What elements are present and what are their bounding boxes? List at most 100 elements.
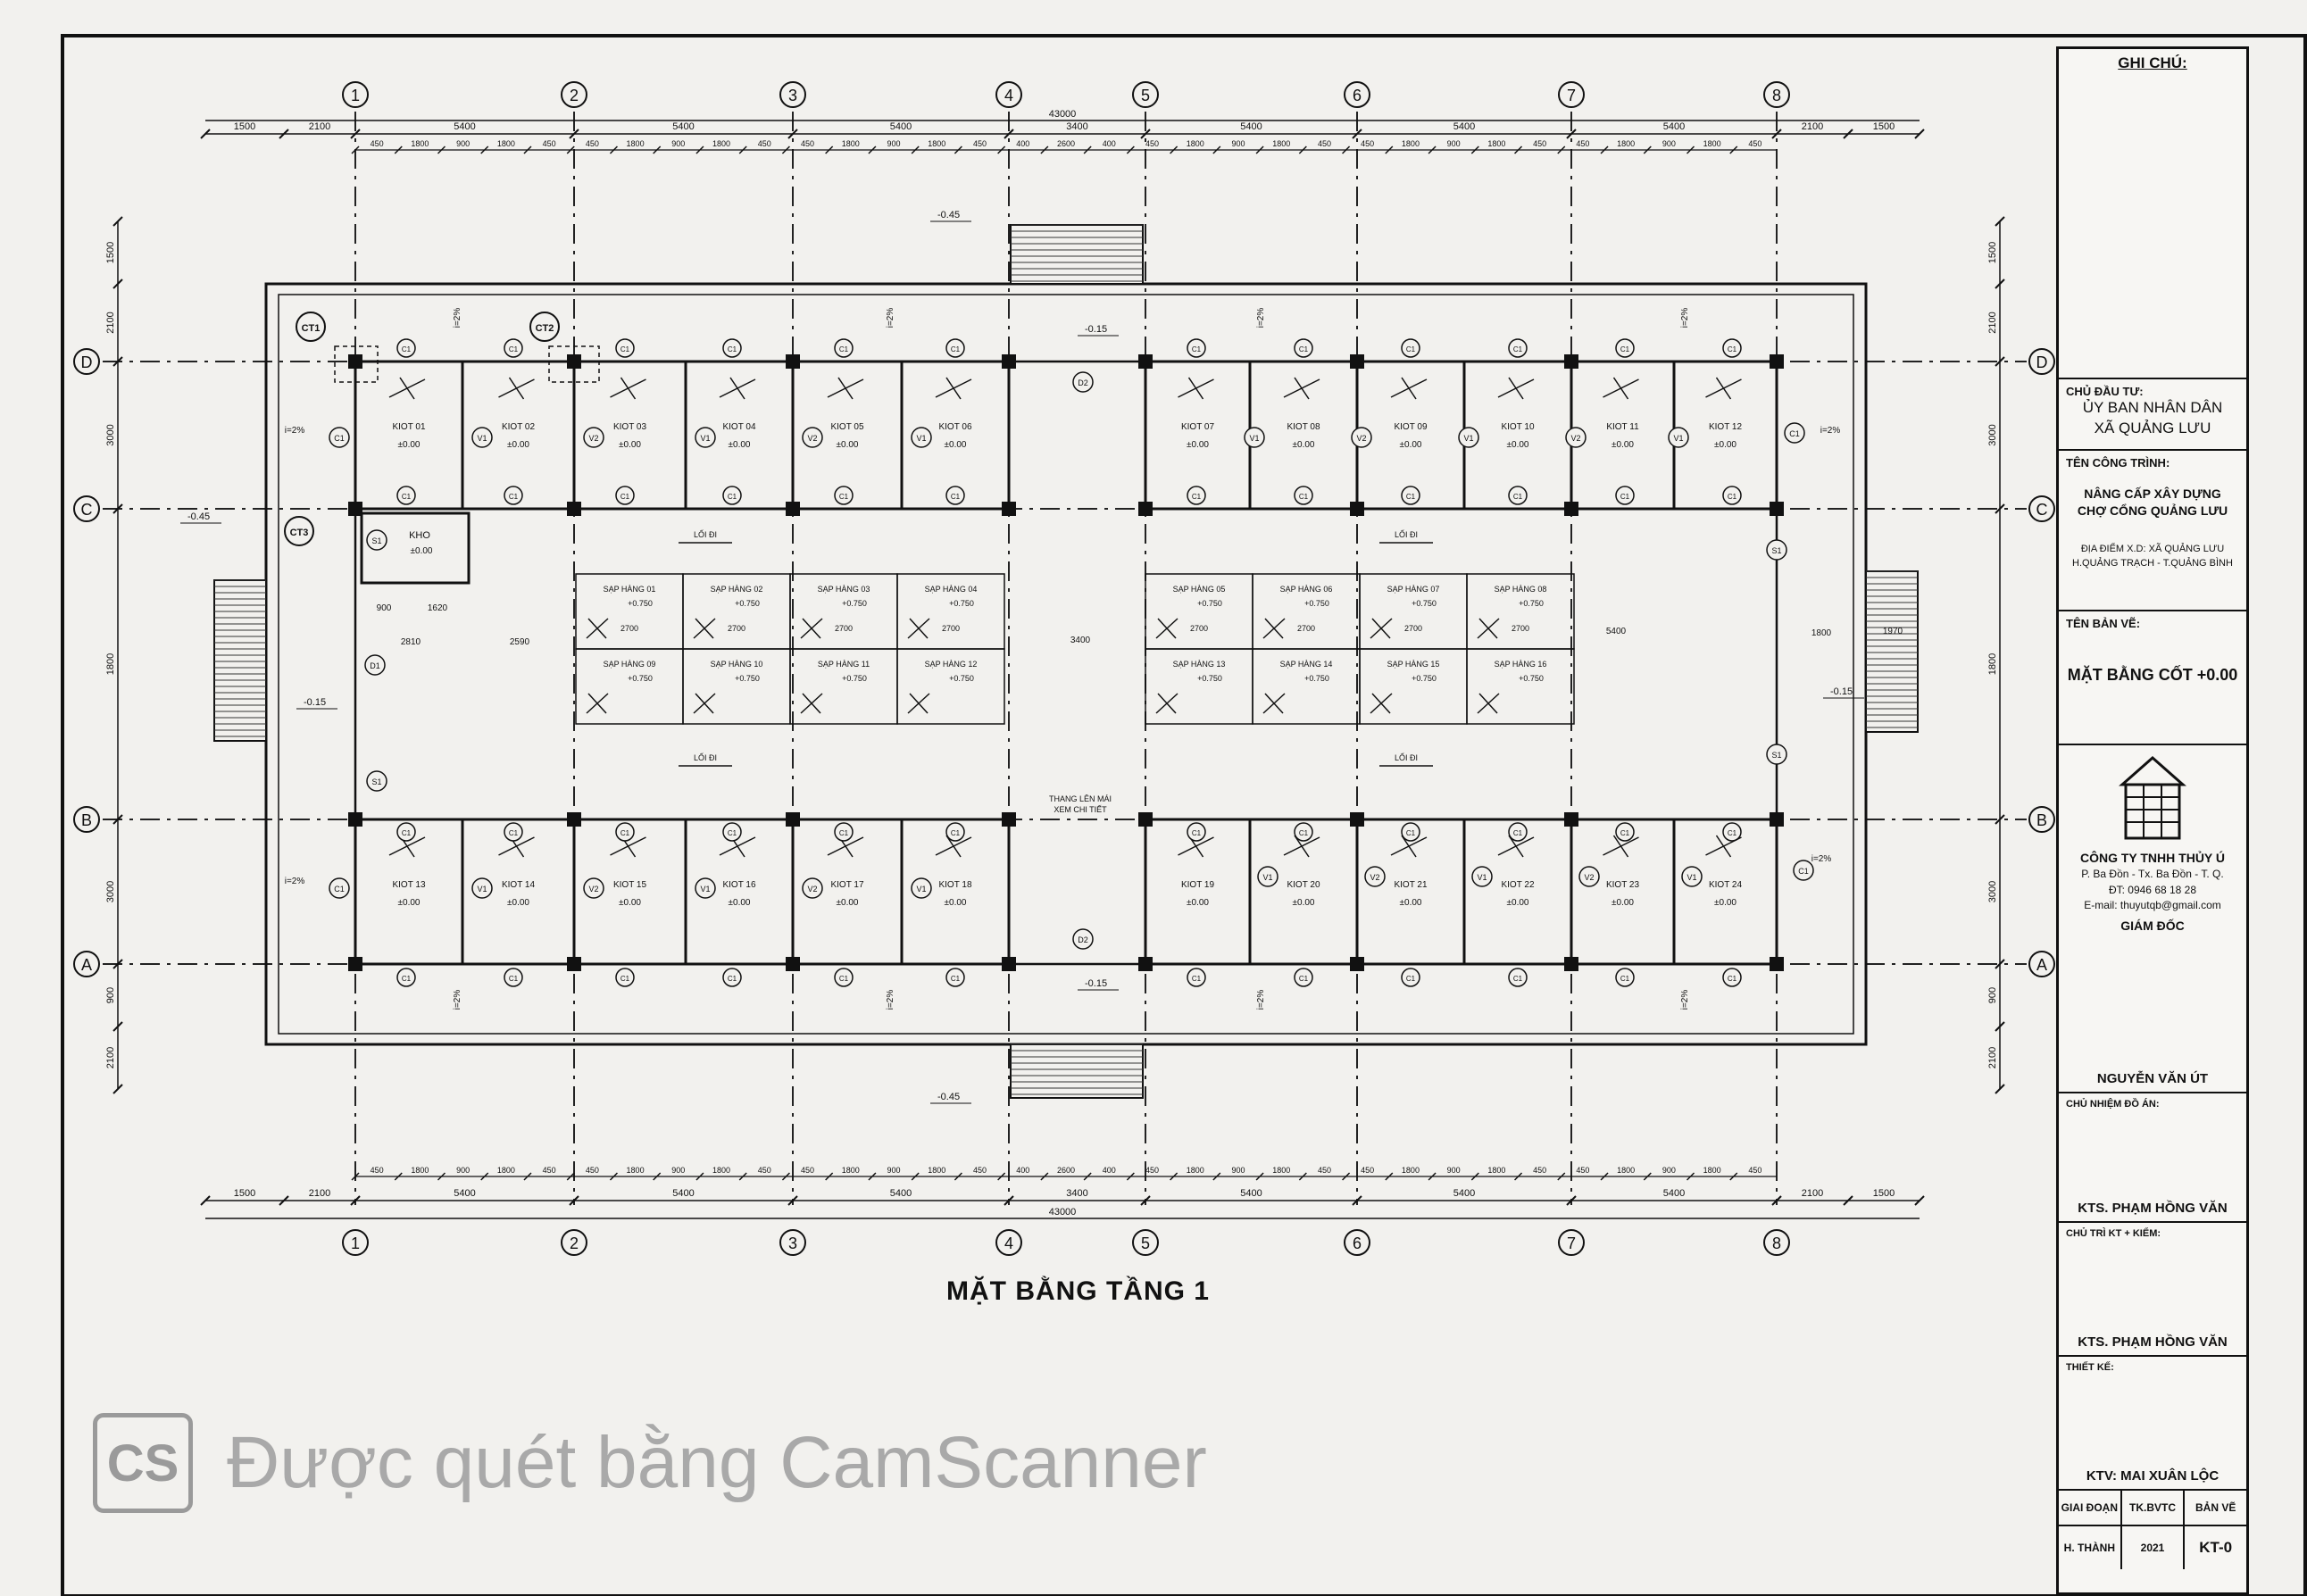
- sub-dims-bottom-tick-7: [653, 1172, 662, 1181]
- stall-07-level: +0.750: [1412, 599, 1437, 608]
- sub-dims-bottom-tick-14: [954, 1172, 962, 1181]
- stall-04-label: SẠP HÀNG 04: [925, 585, 978, 594]
- sub-dims-bottom-tick-3: [480, 1172, 489, 1181]
- kiosk-12-cross-b: [1715, 377, 1732, 400]
- sub-dims-bottom-tick-13: [911, 1172, 920, 1181]
- window-tag-c1-label-10-1: C1: [1620, 493, 1630, 501]
- right-dims-tick-6: [1995, 1021, 2005, 1032]
- sub-dims-top-label-22: 450: [1318, 139, 1331, 148]
- window-tag-c1-label-7-0: C1: [1299, 345, 1309, 353]
- project-value-1: NÂNG CẤP XÂY DỰNG: [2084, 486, 2221, 501]
- stall-15-label: SẠP HÀNG 15: [1387, 660, 1440, 669]
- sub-dims-top-tick-26: [1470, 145, 1479, 154]
- bottom-dims-tick-0: [200, 1195, 211, 1206]
- company-cell: CÔNG TY TNHH THỦY Ú P. Ba Đồn - Tx. Ba Đ…: [2059, 745, 2246, 1093]
- sub-dims-bottom-label-8: 1800: [712, 1166, 730, 1175]
- sub-dims-bottom-label-31: 1800: [1703, 1166, 1721, 1175]
- project-label: TÊN CÔNG TRÌNH:: [2066, 456, 2170, 470]
- window-tag-c1-1-1: [504, 486, 523, 505]
- project-cell: TÊN CÔNG TRÌNH: NÂNG CẤP XÂY DỰNG CHỢ CỔ…: [2059, 451, 2246, 611]
- sub-dims-bottom-tick-2: [437, 1172, 446, 1181]
- stall-04-cross-b: [909, 618, 929, 639]
- sub-dims-top-label-2: 900: [456, 139, 470, 148]
- grid-bubble-bottom-4: [995, 1229, 1022, 1256]
- bottom-dims-tick-5: [1004, 1195, 1014, 1206]
- sub-dims-bottom-tick-26: [1470, 1172, 1479, 1181]
- bottom-dims-label-9: 2100: [1802, 1188, 1823, 1199]
- column-0-0: [348, 354, 362, 369]
- window-tag-c1-label-9-2: C1: [1513, 829, 1523, 837]
- sub-dims-top-tick-6: [609, 145, 618, 154]
- door-tag-10: [802, 427, 823, 448]
- kiosk-03-cross-b: [620, 377, 637, 400]
- detail-callout-1: [529, 312, 560, 342]
- door-tag-label-12: V1: [1249, 434, 1259, 443]
- window-tag-c1-label-6-3: C1: [1192, 975, 1202, 983]
- door-tag-label-15: V2: [1570, 434, 1580, 443]
- company-phone: ĐT: 0946 68 18 28: [2108, 883, 2197, 896]
- sub-dims-top-label-19: 1800: [1187, 139, 1204, 148]
- window-tag-c1-9-0: [1508, 338, 1528, 358]
- right-dims-tick-0: [1995, 216, 2005, 227]
- stall-10-level: +0.750: [735, 674, 760, 683]
- kiosk-02-level: ±0.00: [507, 440, 529, 450]
- window-tag-c1-1-2: [504, 822, 523, 842]
- kiosk-17-label: KIOT 17: [830, 880, 863, 890]
- stall-09-level: +0.750: [628, 674, 653, 683]
- sub-dims-bottom-label-13: 1800: [928, 1166, 945, 1175]
- grid-bubble-left-D: [73, 348, 100, 375]
- door-tag-9: [695, 427, 716, 448]
- window-tag-c1-2-3: [615, 968, 635, 987]
- sub-dims-top-label-5: 450: [586, 139, 599, 148]
- door-tag-label-4: S1: [371, 777, 381, 786]
- window-tag-c1-label-5-0: C1: [951, 345, 961, 353]
- window-tag-c1-label-1-2: C1: [509, 829, 519, 837]
- grid-bubble-top-5: [1132, 81, 1159, 108]
- grid-label-bottom-1: 1: [351, 1234, 360, 1252]
- grid-label-top-4: 4: [1004, 87, 1013, 104]
- top-dims-tick-4: [787, 129, 798, 139]
- sub-dims-bottom-label-12: 900: [887, 1166, 901, 1175]
- right-dims-label-1: 2100: [1987, 312, 1998, 333]
- kiosk-06-level: ±0.00: [945, 440, 967, 450]
- kiosk-08-cross-b: [1294, 377, 1310, 400]
- level-mark-3: -0.15: [1085, 978, 1107, 989]
- sub-dims-top-label-27: 450: [1533, 139, 1546, 148]
- column-5-0: [1350, 354, 1364, 369]
- grid-bubble-top-8: [1763, 81, 1790, 108]
- door-tag-label-9: V1: [700, 434, 710, 443]
- kiosk-14-label: KIOT 14: [502, 880, 535, 890]
- stall-03-cross-b: [802, 618, 821, 639]
- sub-dims-bottom-label-25: 900: [1447, 1166, 1461, 1175]
- sub-dims-bottom-label-3: 1800: [497, 1166, 515, 1175]
- door-tag-label-8: V2: [588, 434, 598, 443]
- sub-dims-bottom-label-24: 1800: [1402, 1166, 1420, 1175]
- level-mark-4: -0.15: [304, 697, 326, 708]
- window-tag-c1-11-1: [1722, 486, 1742, 505]
- sub-dims-bottom-label-15: 400: [1016, 1166, 1029, 1175]
- window-tag-c1-label-0-0: C1: [402, 345, 412, 353]
- sub-dims-bottom-tick-9: [738, 1172, 747, 1181]
- location-line-2: H.QUẢNG TRẠCH - T.QUẢNG BÌNH: [2072, 557, 2233, 569]
- sub-dims-bottom-label-22: 450: [1318, 1166, 1331, 1175]
- kiosk-23-cross-b: [1612, 835, 1629, 858]
- window-tag-c1-7-1: [1294, 486, 1313, 505]
- sub-dims-top-label-11: 1800: [842, 139, 860, 148]
- sub-dims-top-label-16: 2600: [1057, 139, 1075, 148]
- sub-dims-bottom-tick-20: [1212, 1172, 1221, 1181]
- column-3-2: [1002, 812, 1016, 827]
- grid-bubble-top-7: [1558, 81, 1585, 108]
- top-dims-tick-3: [569, 129, 579, 139]
- right-dims-tick-5: [1995, 959, 2005, 969]
- sheet-label: TÊN BẢN VẼ:: [2066, 617, 2141, 630]
- door-tag-label-28: C1: [1789, 429, 1800, 438]
- kiosk-01-cross-b: [399, 377, 415, 400]
- stall-05-level: +0.750: [1197, 599, 1222, 608]
- kiosk-18-level: ±0.00: [945, 898, 967, 908]
- kiosk-01-level: ±0.00: [398, 440, 421, 450]
- bottom-dims-tick-4: [787, 1195, 798, 1206]
- left-dims-tick-6: [112, 1021, 123, 1032]
- stall-05-label: SẠP HÀNG 05: [1173, 585, 1226, 594]
- bottom-dims-label-5: 3400: [1066, 1188, 1087, 1199]
